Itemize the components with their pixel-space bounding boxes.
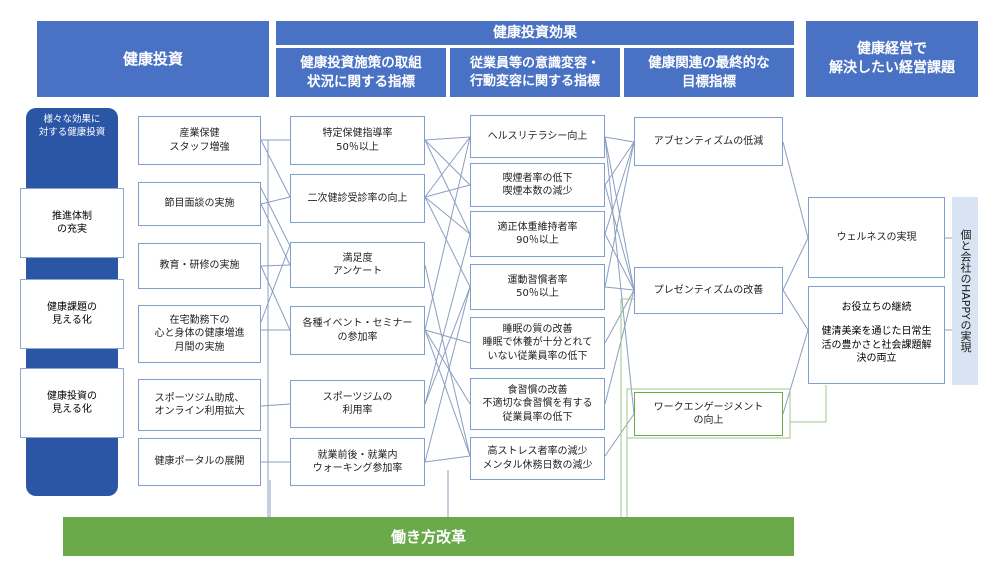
col5-item-wellness: ウェルネスの実現 [808, 197, 945, 278]
happy-text: 個と会社のHAPPYの実現 [959, 229, 972, 353]
side-item-issue-visibility: 健康課題の 見える化 [20, 279, 124, 349]
col2-item-gym-usage: スポーツジムの 利用率 [290, 380, 425, 428]
contribution-title: お役立ちの継続 [841, 302, 912, 313]
header-awareness-indicators: 従業員等の意識変容・ 行動変容に関する指標 [450, 48, 620, 97]
contribution-body: 健清美楽を通じた日常生 活の豊かさと社会課題解 決の両立 [821, 326, 932, 364]
side-panel-title: 様々な効果に 対する健康投資 [38, 114, 106, 138]
col1-item-remote-health-month: 在宅勤務下の 心と身体の健康増進 月間の実施 [138, 305, 261, 363]
col1-item-gym-subsidy: スポーツジム助成、 オンライン利用拡大 [138, 379, 261, 431]
header-management-issues: 健康経営で 解決したい経営課題 [806, 21, 978, 97]
col2-item-satisfaction-survey: 満足度 アンケート [290, 242, 425, 288]
col1-item-education-training: 教育・研修の実施 [138, 243, 261, 289]
header-measures-indicators: 健康投資施策の取組 状況に関する指標 [276, 48, 446, 97]
col3-item-exercise-habit: 運動習慣者率 50％以上 [470, 264, 605, 310]
col2-item-walking-participation: 就業前後・就業内 ウォーキング参加率 [290, 438, 425, 486]
col3-item-health-literacy: ヘルスリテラシー向上 [470, 115, 605, 158]
col3-item-proper-weight: 適正体重維持者率 90％以上 [470, 211, 605, 257]
side-item-investment-visibility: 健康投資の 見える化 [20, 368, 124, 438]
col4-item-presenteeism: プレゼンティズムの改善 [634, 267, 783, 314]
col3-item-high-stress: 高ストレス者率の減少 メンタル休務日数の減少 [470, 437, 605, 480]
col3-item-sleep-quality: 睡眠の質の改善 睡眠で休養が十分とれて いない従業員率の低下 [470, 317, 605, 369]
col1-item-milestone-interview: 節目面談の実施 [138, 182, 261, 226]
col3-item-diet-habit: 食習慣の改善 不適切な食習慣を有する 従業員率の低下 [470, 378, 605, 430]
col4-item-work-engagement: ワークエンゲージメント の向上 [634, 392, 783, 436]
col1-item-health-portal: 健康ポータルの展開 [138, 438, 261, 486]
col4-item-absenteeism: アブセンティズムの低減 [634, 117, 783, 166]
col1-item-industrial-health-staff: 産業保健 スタッフ増強 [138, 116, 261, 165]
header-health-investment: 健康投資 [37, 21, 269, 97]
col5-item-contribution: お役立ちの継続 健清美楽を通じた日常生 活の豊かさと社会課題解 決の両立 [808, 286, 945, 384]
work-style-reform-bar: 働き方改革 [63, 517, 794, 556]
col2-item-event-participation: 各種イベント・セミナー の参加率 [290, 306, 425, 355]
col2-item-secondary-checkup-rate: 二次健診受診率の向上 [290, 174, 425, 223]
header-investment-effects: 健康投資効果 [276, 21, 794, 45]
col2-item-health-guidance-rate: 特定保健指導率 50％以上 [290, 116, 425, 165]
side-item-structure: 推進体制 の充実 [20, 188, 124, 258]
col3-item-smoking-reduction: 喫煙者率の低下 喫煙本数の減少 [470, 163, 605, 207]
happy-banner: 個と会社のHAPPYの実現 [952, 197, 978, 385]
header-final-indicators: 健康関連の最終的な 目標指標 [624, 48, 794, 97]
